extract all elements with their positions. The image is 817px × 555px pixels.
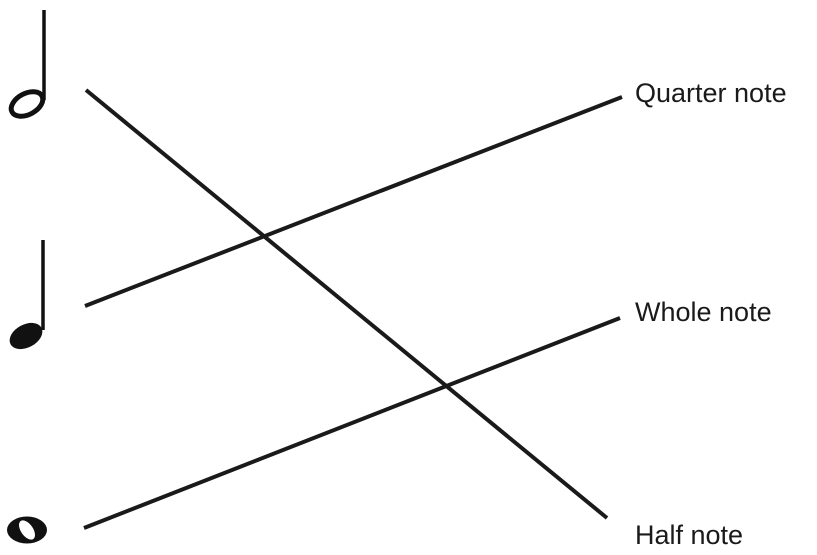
connector-half-note — [84, 88, 609, 520]
label-half-note: Half note — [635, 520, 744, 550]
label-whole-note: Whole note — [635, 297, 772, 327]
quarter-note-icon — [9, 240, 45, 350]
connector-whole-note — [83, 316, 621, 530]
whole-note-icon — [7, 516, 47, 544]
connector-quarter-note — [84, 95, 623, 308]
label-quarter-note: Quarter note — [635, 78, 787, 108]
half-note-icon — [8, 10, 46, 119]
